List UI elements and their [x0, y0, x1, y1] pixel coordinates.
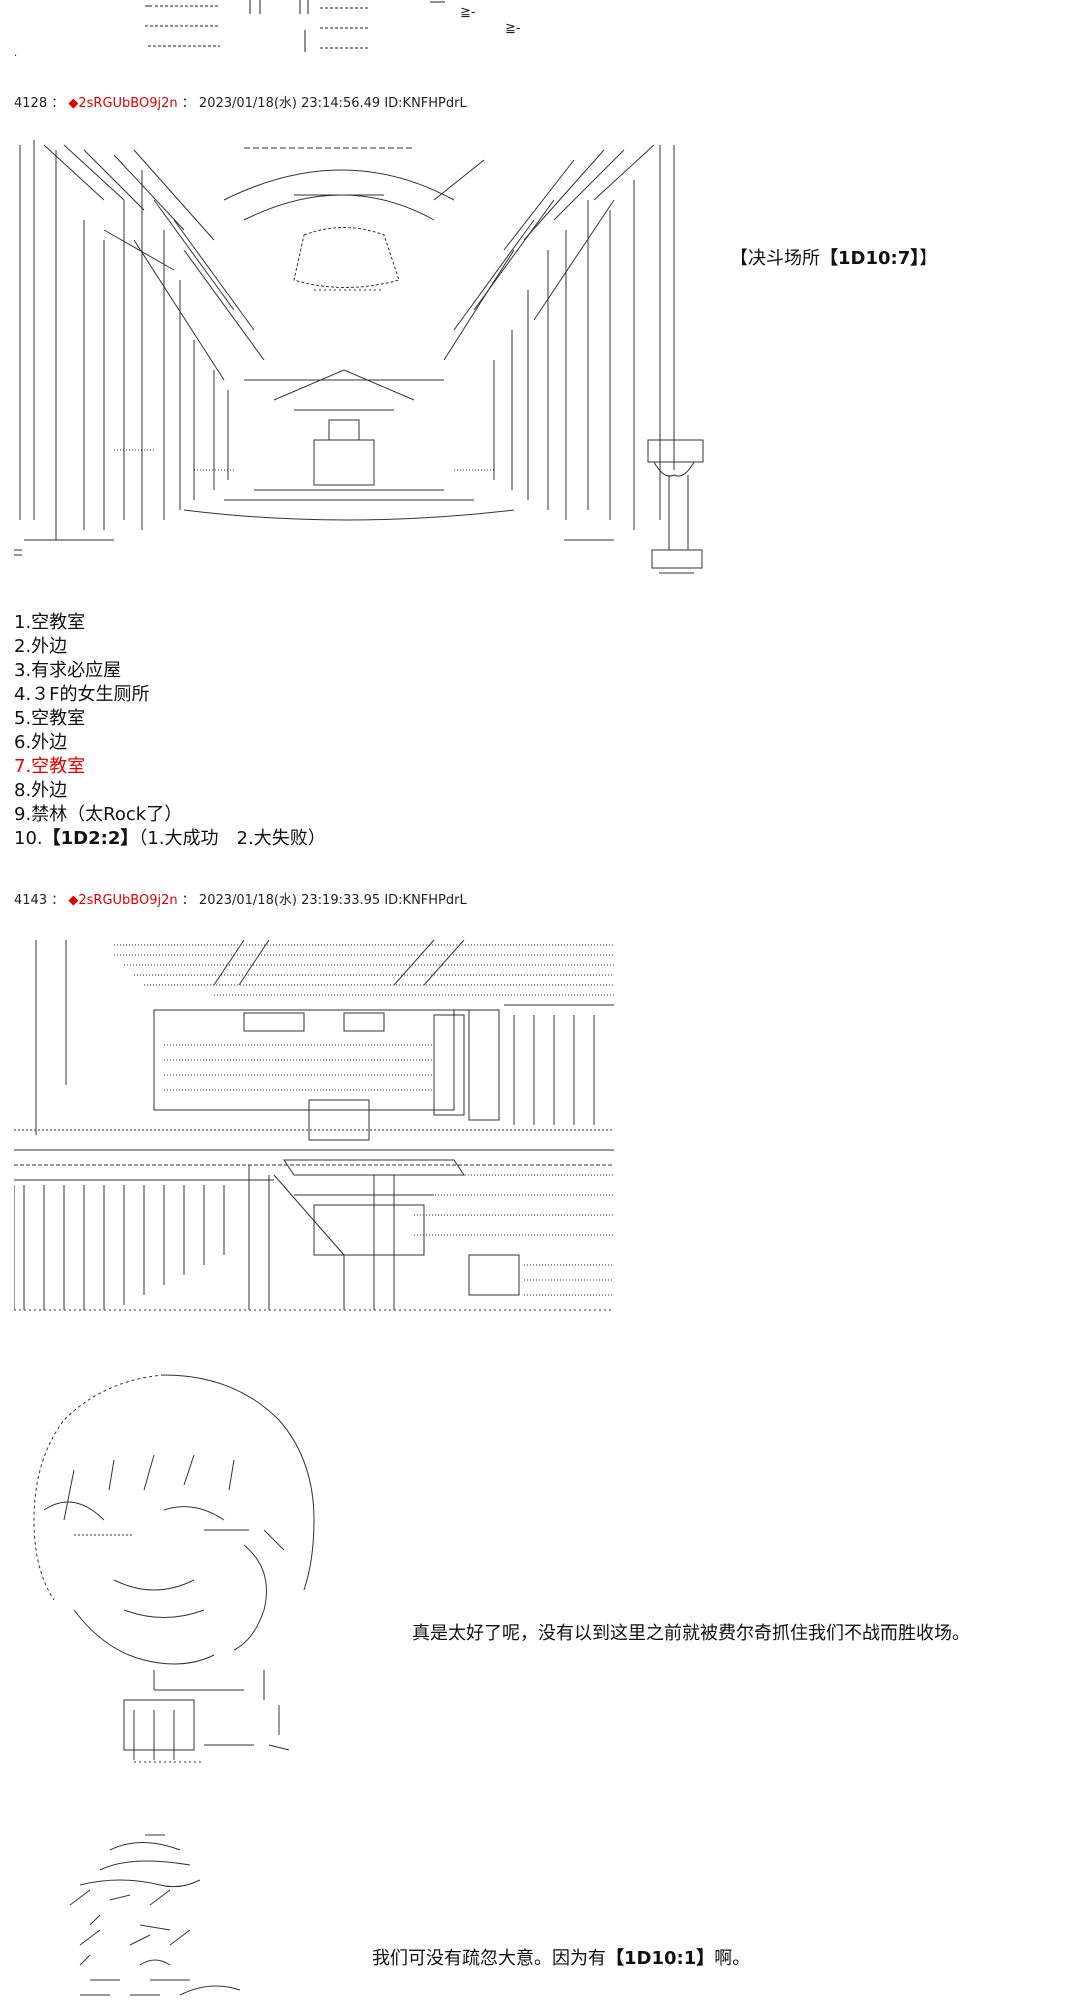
option-7-selected: 7.空教室	[14, 756, 86, 777]
option-10-dice: 【1D2:2】	[42, 828, 139, 849]
option-3: 3.有求必应屋	[14, 660, 122, 681]
option-10: 10.【1D2:2】（1.大成功 2.大失败）	[14, 827, 326, 851]
dialogue-line-2: 我们可没有疏忽大意。因为有【1D10:1】啊。	[372, 1944, 750, 1970]
dialogue-line-2-end: 啊。	[714, 1948, 751, 1969]
poster-id[interactable]: ID:KNFHPdrL	[384, 96, 467, 111]
option-4: 4.３F的女生厕所	[14, 684, 150, 705]
poster-trip[interactable]: 2sRGUbBO9j2n	[78, 893, 178, 908]
option-2: 2.外边	[14, 636, 68, 657]
classroom-ascii-art	[14, 935, 624, 1320]
svg-text:≧-: ≧-	[460, 5, 476, 20]
post-separator: ：	[51, 893, 65, 908]
character-ascii-art-2	[60, 1830, 310, 2000]
option-9: 9.禁林（太Rock了）	[14, 804, 183, 825]
character-ascii-art-1	[14, 1370, 344, 1765]
dot-mark: .	[14, 48, 18, 59]
post-number: 4143	[14, 893, 48, 908]
left-vault-lines	[43, 144, 265, 381]
right-pillars	[493, 145, 675, 530]
post-number: 4128	[14, 96, 48, 111]
dialogue-line-2-text: 我们可没有疏忽大意。因为有	[372, 1948, 606, 1969]
post-header: 4128 ： ◆2sRGUbBO9j2n ： 2023/01/18(水) 23:…	[14, 92, 467, 111]
option-10-number: 10.	[14, 828, 43, 849]
dice-result: 【1D10:1】	[606, 1948, 715, 1969]
poster-trip[interactable]: 2sRGUbBO9j2n	[78, 96, 178, 111]
post-datetime: 2023/01/18(水) 23:19:33.95	[198, 893, 381, 908]
trip-diamond-icon: ◆	[68, 96, 79, 111]
scene-caption-text: 【决斗场所	[730, 248, 820, 269]
hallway-ascii-art	[14, 140, 714, 580]
option-8: 8.外边	[14, 780, 68, 801]
post-separator-2: ：	[181, 893, 195, 908]
location-options-list: 1.空教室 2.外边 3.有求必应屋 4.３F的女生厕所 5.空教室 6.外边 …	[14, 611, 326, 851]
post-header: 4143 ： ◆2sRGUbBO9j2n ： 2023/01/18(水) 23:…	[14, 889, 467, 908]
svg-text:≧-: ≧-	[505, 21, 521, 36]
left-pillars	[19, 140, 229, 540]
poster-id[interactable]: ID:KNFHPdrL	[384, 893, 467, 908]
post-separator-2: ：	[181, 96, 195, 111]
scene-caption: 【决斗场所【1D10:7】】	[730, 244, 937, 270]
right-vault-lines	[433, 144, 655, 361]
dialogue-line-1: 真是太好了呢，没有以到这里之前就被费尔奇抓住我们不战而胜收场。	[412, 1623, 970, 1644]
post-separator: ：	[51, 96, 65, 111]
option-1: 1.空教室	[14, 612, 86, 633]
post-datetime: 2023/01/18(水) 23:14:56.49	[198, 96, 381, 111]
top-ascii-art-fragment: ≧- ≧-	[110, 0, 550, 60]
option-6: 6.外边	[14, 732, 68, 753]
option-5: 5.空教室	[14, 708, 86, 729]
scene-caption-close: 】	[919, 248, 938, 269]
dice-result: 【1D10:7】	[820, 248, 920, 269]
trip-diamond-icon: ◆	[68, 893, 79, 908]
option-10-choices: （1.大成功 2.大失败）	[138, 828, 326, 849]
